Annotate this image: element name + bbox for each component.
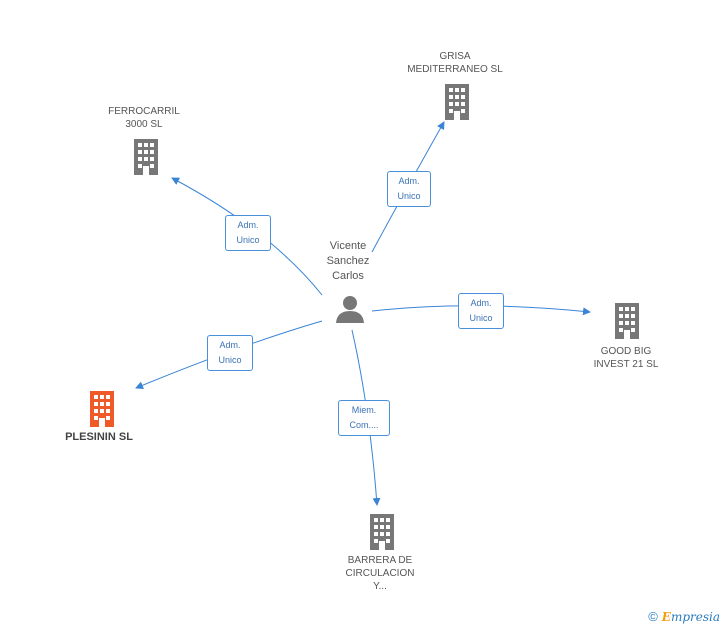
company-label-line: GOOD BIG <box>600 346 652 357</box>
brand-rest: mpresia <box>670 609 720 624</box>
edge-label-ferrocarril[interactable]: Adm. Unico <box>225 215 271 251</box>
company-label-ferrocarril[interactable]: FERROCARRIL 3000 SL <box>74 105 214 131</box>
person-name-line-2: Sanchez <box>326 255 370 267</box>
copyright-symbol: © <box>648 609 658 624</box>
edge-label-line: Unico <box>469 313 493 323</box>
company-label-line: MEDITERRANEO SL <box>407 64 503 75</box>
company-label-grisa[interactable]: GRISA MEDITERRANEO SL <box>385 50 525 76</box>
person-name-line-3: Carlos <box>332 270 364 282</box>
company-label-line: CIRCULACION <box>345 568 415 579</box>
building-icon[interactable] <box>86 391 118 427</box>
building-icon[interactable] <box>130 139 162 175</box>
person-icon[interactable] <box>335 294 365 324</box>
company-label-line: Y... <box>373 581 387 592</box>
edge-label-barrera[interactable]: Miem. Com.... <box>338 400 390 436</box>
edge-label-good-big[interactable]: Adm. Unico <box>458 293 504 329</box>
edge-label-line: Adm. <box>219 340 241 350</box>
edge-label-line: Com.... <box>349 420 379 430</box>
brand-initial: E <box>661 609 671 624</box>
person-name-line-1: Vicente <box>329 240 367 252</box>
company-label-line: GRISA <box>439 51 471 62</box>
edge-label-plesinin[interactable]: Adm. Unico <box>207 335 253 371</box>
company-label-barrera[interactable]: BARRERA DE CIRCULACION Y... <box>310 554 450 593</box>
company-label-line: BARRERA DE <box>347 555 413 566</box>
company-label-plesinin[interactable]: PLESININ SL <box>29 431 169 444</box>
company-label-good-big[interactable]: GOOD BIG INVEST 21 SL <box>556 345 696 371</box>
footer-brand: © Empresia <box>648 609 720 624</box>
edge-label-grisa[interactable]: Adm. Unico <box>387 171 431 207</box>
building-icon[interactable] <box>441 84 473 120</box>
company-label-line: INVEST 21 SL <box>593 359 659 370</box>
company-label-line: FERROCARRIL <box>108 106 180 117</box>
building-icon[interactable] <box>366 514 398 550</box>
building-icon[interactable] <box>611 303 643 339</box>
edge-label-line: Adm. <box>470 298 492 308</box>
edge-label-line: Miem. <box>351 405 377 415</box>
edge-label-line: Adm. <box>398 176 420 186</box>
company-label-line: PLESININ SL <box>65 431 133 443</box>
edge-label-line: Unico <box>218 355 242 365</box>
company-label-line: 3000 SL <box>125 119 163 130</box>
brand-logo: Empresia <box>662 610 720 624</box>
edge-label-line: Unico <box>397 191 421 201</box>
edge-label-line: Unico <box>236 235 260 245</box>
edge-label-line: Adm. <box>237 220 259 230</box>
person-name[interactable]: Vicente Sanchez Carlos <box>298 239 398 284</box>
